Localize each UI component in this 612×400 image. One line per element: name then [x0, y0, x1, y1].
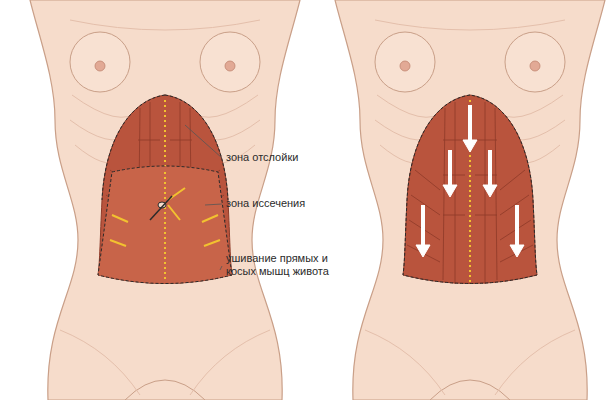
callout-label: зона иссечения — [226, 197, 346, 210]
callout-label: зона отслойки — [226, 151, 346, 164]
callout-label: ушивание прямых и косых мышц живота — [226, 252, 338, 278]
